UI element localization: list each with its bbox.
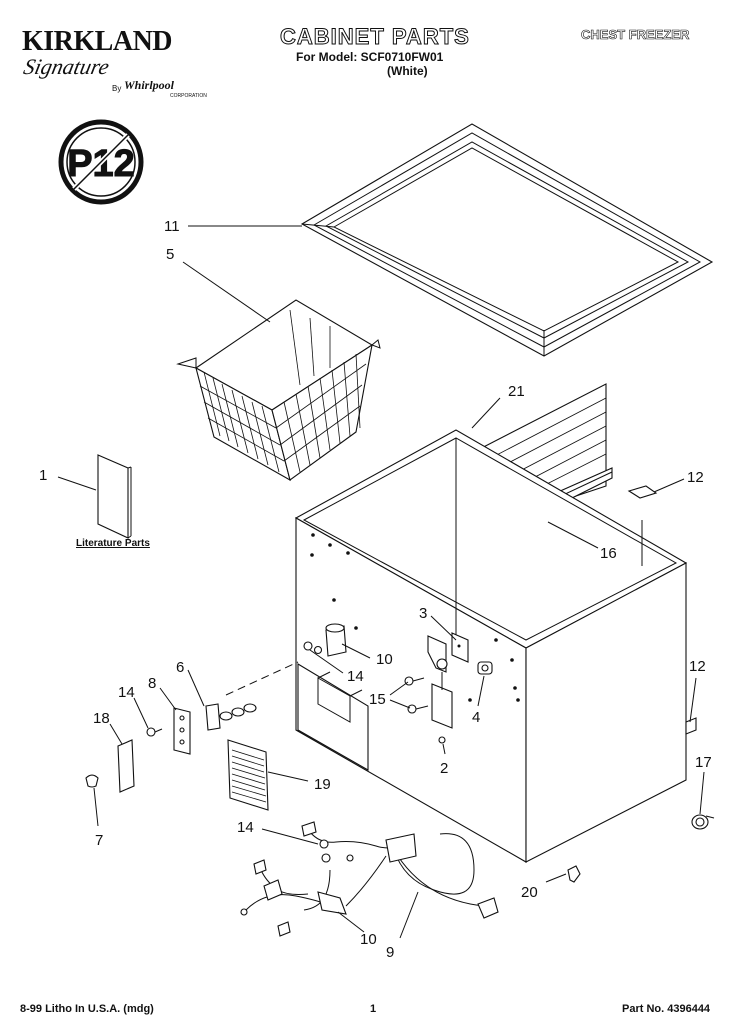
part-1-literature: [97, 454, 132, 539]
callout-4: 4: [472, 709, 480, 726]
callout-20: 20: [521, 884, 538, 901]
callout-labels: 11 5 21 1 12 16 3 10 14 15 4 6 8 14 18 1…: [39, 218, 712, 961]
part-8-plate: [173, 707, 191, 755]
brand-logo: KIRKLAND: [22, 26, 173, 57]
footer-litho: 8-99 Litho In U.S.A. (mdg): [20, 1003, 154, 1015]
p12-badge: P12: [58, 119, 144, 205]
part-19-grille: [227, 739, 269, 811]
callout-5: 5: [166, 246, 174, 263]
part-14-screw-a: [303, 641, 313, 651]
callout-12-top: 12: [687, 469, 704, 486]
part-18-label: [117, 739, 135, 793]
callout-11: 11: [164, 218, 180, 235]
maker-sub: CORPORATION: [170, 93, 207, 99]
model-line: For Model: SCF0710FW01: [296, 50, 444, 64]
product-type: CHEST FREEZER: [581, 27, 690, 43]
literature-label: Literature Parts: [76, 538, 150, 549]
part-14-screw-b: [146, 727, 163, 737]
callout-6: 6: [176, 659, 184, 676]
callout-21: 21: [508, 383, 525, 400]
callout-1: 1: [39, 467, 47, 484]
callout-2: 2: [440, 760, 448, 777]
part-12-pad-b: [685, 717, 697, 735]
leader-lines: [57, 225, 705, 939]
callout-16: 16: [600, 545, 617, 562]
by-label: By: [112, 84, 122, 93]
footer-page: 1: [370, 1003, 377, 1015]
part-12-pad-a: [627, 485, 658, 499]
callout-19: 19: [314, 776, 331, 793]
maker-logo: Whirlpool: [124, 78, 175, 92]
cabinet-body: [294, 429, 688, 863]
part-17-grommet: [691, 814, 715, 830]
callout-18: 18: [93, 710, 110, 727]
part-20-clip: [567, 865, 581, 883]
part-15-screws: [404, 676, 429, 714]
callout-3: 3: [419, 605, 427, 622]
part-6-light-socket: [205, 661, 299, 731]
part-9-power-cord: [240, 821, 499, 937]
part-4-plug: [477, 661, 493, 675]
callout-7: 7: [95, 832, 103, 849]
part-3-bracket: [451, 632, 469, 663]
part-10-thermostat: [313, 623, 347, 657]
callout-12-side: 12: [689, 658, 706, 675]
callout-14-cabinet: 14: [347, 668, 364, 685]
footer-part-number: Part No. 4396444: [622, 1003, 711, 1015]
callout-14-harness: 14: [237, 819, 254, 836]
part-5-basket: [176, 299, 381, 482]
part-2-hinge: [427, 635, 453, 744]
part-7-clip: [85, 774, 99, 788]
callout-8: 8: [148, 675, 156, 692]
callout-17: 17: [695, 754, 712, 771]
callout-14-left: 14: [118, 684, 135, 701]
color-line: (White): [387, 64, 428, 78]
page-title: CABINET PARTS: [280, 24, 470, 50]
callout-10-bottom: 10: [360, 931, 377, 948]
callout-10-top: 10: [376, 651, 393, 668]
part-11-lid-gasket: [300, 123, 714, 357]
callout-15: 15: [369, 691, 386, 708]
callout-9: 9: [386, 944, 394, 961]
